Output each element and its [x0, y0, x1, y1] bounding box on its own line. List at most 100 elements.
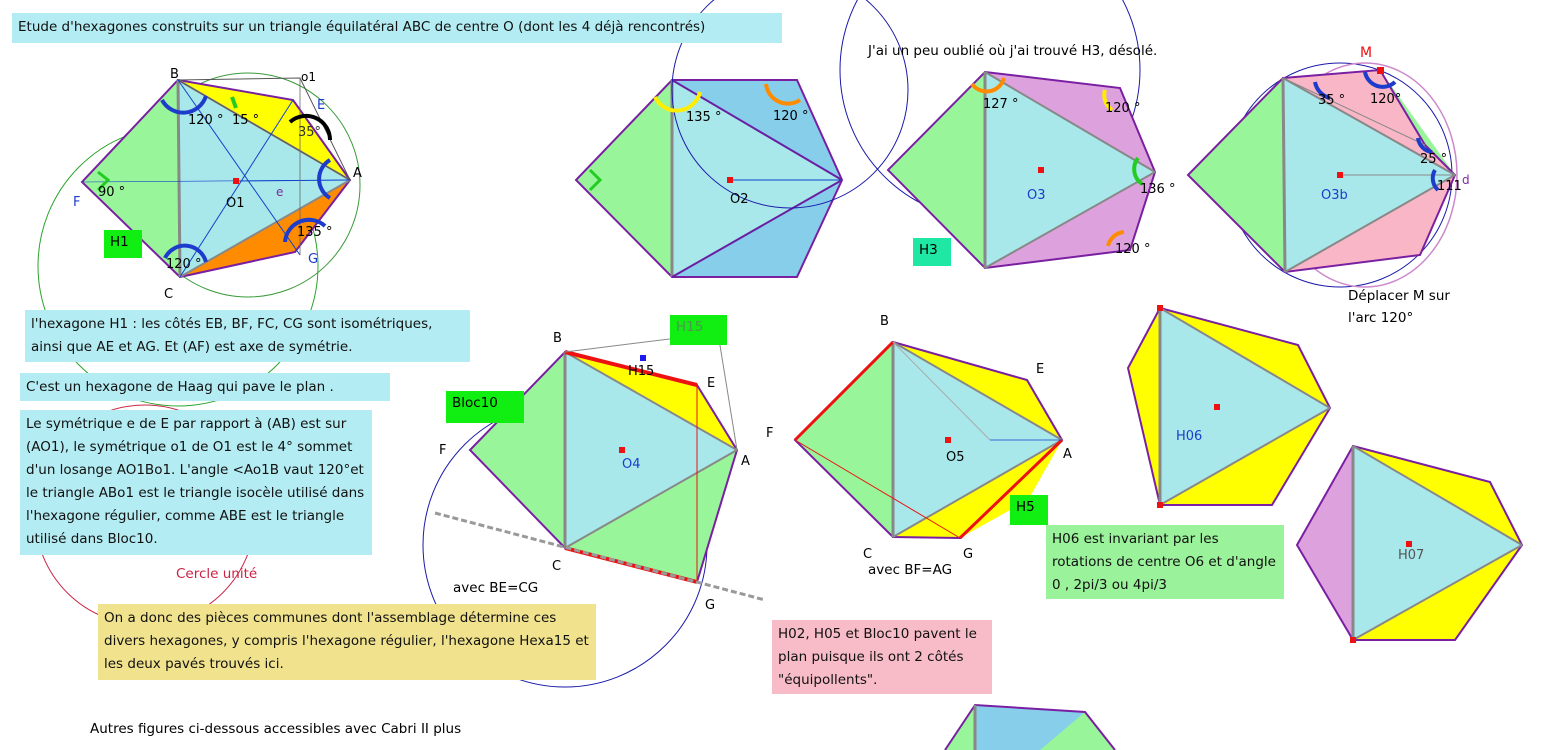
- angle-120-h3b: 120 °: [1115, 242, 1150, 257]
- label-c-o5: C: [863, 547, 872, 562]
- label-o5: O5: [946, 450, 965, 465]
- triangle-abo1: [176, 77, 352, 182]
- text-autres-figures: Autres figures ci-dessous accessibles av…: [90, 721, 462, 737]
- tag-h3: H3: [913, 238, 951, 266]
- label-h07: H07: [1398, 548, 1424, 563]
- label-c-o4: C: [552, 559, 561, 574]
- vertex-h06-top: [1157, 305, 1163, 311]
- angle-15: 15 °: [232, 113, 259, 128]
- label-b-o5: B: [880, 314, 889, 329]
- arc-120-h2: [764, 83, 802, 106]
- angle-135-h2: 135 °: [686, 110, 721, 125]
- angle-120-c: 120 °: [166, 257, 201, 272]
- point-h15: [640, 355, 646, 361]
- hexagon-h07-outline: [1295, 444, 1524, 641]
- angle-111-o3b: 111: [1437, 179, 1462, 194]
- tag-h15: H15: [670, 315, 727, 345]
- hexagon-h06-outline: [1126, 306, 1332, 506]
- tag-h5: H5: [1010, 495, 1048, 525]
- label-e-o4: E: [707, 376, 715, 391]
- vertex-h07-bottom: [1350, 637, 1356, 643]
- arc-135-h2: [653, 91, 702, 113]
- triangle-h06: [1160, 308, 1330, 505]
- angle-120-b: 120 °: [188, 113, 223, 128]
- edge-top-h06: [1159, 307, 1331, 409]
- label-o1-small: o1: [301, 70, 316, 84]
- hexagon-partial-bottom: [944, 703, 1116, 750]
- triangle-h07: [1353, 446, 1522, 640]
- label-g-h1: G: [308, 252, 318, 267]
- arc-120-h3a: [1102, 89, 1114, 112]
- tag-bloc10: Bloc10: [446, 391, 524, 423]
- label-o4: O4: [622, 457, 641, 472]
- angle-120-h3a: 120 °: [1105, 101, 1140, 116]
- text-h1-sides: l'hexagone H1 : les côtés EB, BF, FC, CG…: [25, 310, 470, 362]
- center-o2: [727, 177, 733, 183]
- label-o3: O3: [1027, 188, 1046, 203]
- angle-120-o3b: 120°: [1370, 92, 1401, 107]
- arc-136: [1132, 156, 1144, 186]
- circle-h2: [671, 0, 909, 209]
- hexagon-o3b-outline: [1186, 68, 1457, 274]
- label-f-o4: F: [439, 443, 446, 458]
- label-cercle-unite: Cercle unité: [176, 566, 258, 582]
- hexagon-o3b: M 35 ° 120° 25 ° 111 d O3b: [1186, 45, 1470, 288]
- hexagon-h3-outline: [886, 70, 1157, 270]
- arc-111-o3b: [1430, 168, 1440, 192]
- arc-90-h2: [588, 168, 603, 192]
- edge-bottom-h06: [1159, 407, 1331, 506]
- label-g-o5: G: [963, 547, 973, 562]
- vertex-h06-bottom: [1157, 502, 1163, 508]
- arc-a: [317, 158, 332, 200]
- text-deplacer: Déplacer M sur l'arc 120°: [1348, 288, 1450, 326]
- triangle-abc-h1: [178, 80, 350, 277]
- text-haag: C'est un hexagone de Haag qui pave le pl…: [20, 373, 390, 401]
- triangle-abc-o5: [893, 342, 1062, 537]
- partial-blue: [975, 705, 1085, 750]
- center-o7: [1406, 541, 1412, 547]
- point-m: [1377, 67, 1384, 74]
- center-o3b: [1337, 172, 1343, 178]
- note-h3: J'ai un peu oublié où j'ai trouvé H3, dé…: [868, 43, 1158, 59]
- angle-127: 127 °: [983, 97, 1018, 112]
- line-c-e: [179, 99, 294, 278]
- triangle-bfc-h1: [82, 80, 180, 277]
- edge-ac-h1: [179, 179, 351, 278]
- edge-ab-o4: [564, 351, 738, 451]
- edge-ag-red: [958, 438, 1064, 540]
- angle-35: 35°: [298, 125, 321, 140]
- triangle-abc-h2: [672, 80, 842, 277]
- label-d: d: [1462, 173, 1470, 187]
- arc-127: [970, 77, 1006, 94]
- line-b-o5: [892, 341, 991, 441]
- label-e-h1: E: [317, 98, 325, 113]
- triangle-abc-o4: [565, 352, 737, 548]
- center-o1: [233, 178, 239, 184]
- label-a-h1: A: [353, 166, 362, 181]
- arc-120-o3b: [1363, 71, 1397, 89]
- edge-ac-h2: [671, 179, 843, 278]
- arc-90: [96, 170, 111, 192]
- edge-ac-o4: [564, 449, 738, 549]
- arc-35-o3b: [1313, 81, 1331, 100]
- hexagon-o4: B E A F C G O4 H15: [422, 331, 766, 688]
- edge-top-h07: [1352, 445, 1523, 546]
- text-pieces: On a donc des pièces communes dont l'ass…: [98, 604, 596, 680]
- label-e-o5: E: [1036, 362, 1044, 377]
- edge-ac-h3: [984, 171, 1156, 269]
- arc-120-h3b: [1106, 230, 1125, 247]
- label-b-h1: B: [170, 67, 179, 82]
- angle-35-o3b: 35 °: [1318, 93, 1345, 108]
- label-g-o4: G: [705, 598, 715, 613]
- center-o4: [619, 447, 625, 453]
- center-o5: [945, 437, 951, 443]
- hexagon-h06: H06: [1126, 305, 1332, 508]
- angle-136: 136 °: [1140, 182, 1175, 197]
- line-f-g: [794, 439, 961, 539]
- edge-bottom-h07: [1352, 544, 1523, 641]
- edge-be-red: [564, 350, 698, 387]
- hexagon-o5: B E A F C G O5: [766, 314, 1072, 562]
- edge-ab-o5: [892, 341, 1063, 441]
- arc-15: [230, 96, 238, 109]
- edge-ab-h3: [984, 71, 1156, 173]
